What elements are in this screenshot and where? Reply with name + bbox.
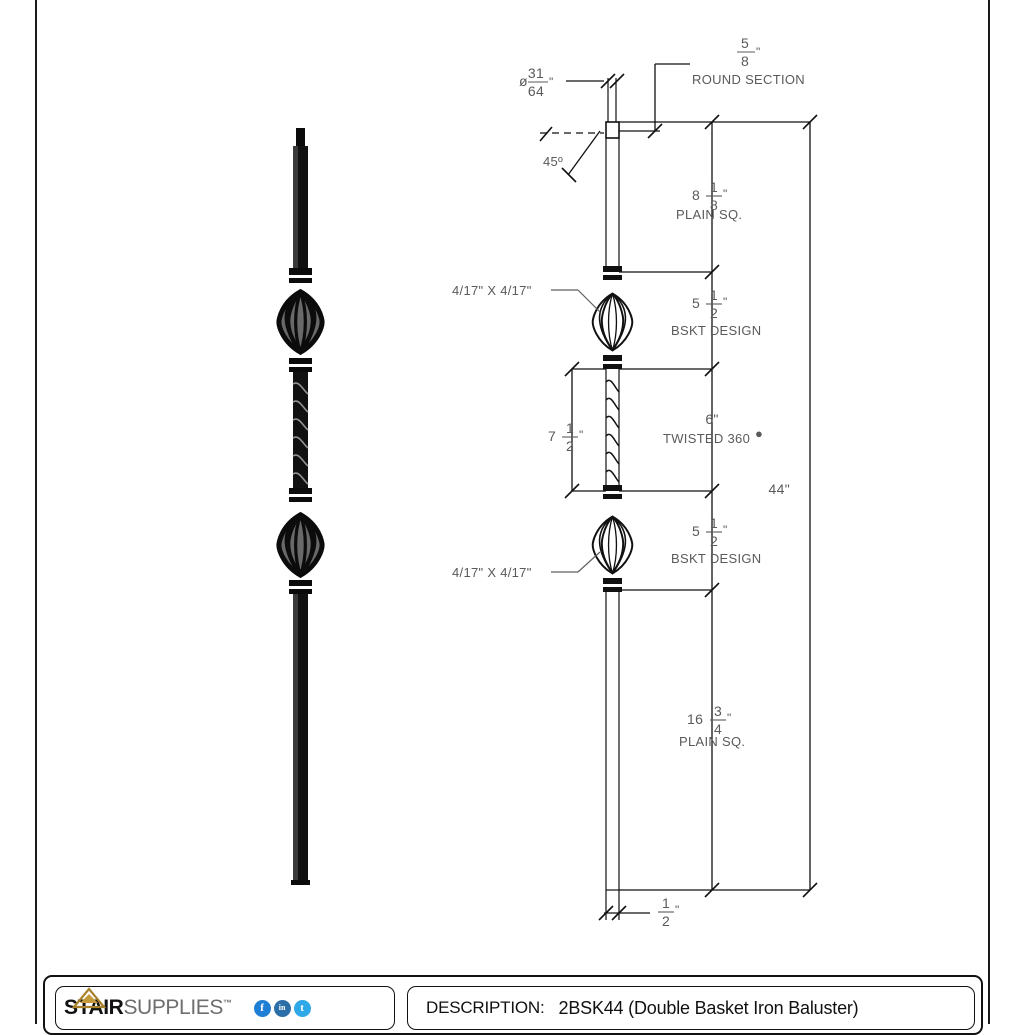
upper-basket-label: BSKT DESIGN (671, 323, 761, 338)
bottom-plain-unit: " (727, 711, 732, 725)
title-block: STAIRSUPPLIES™ f in t DESCRIPTION: 2BSK4… (43, 975, 983, 1035)
social-links[interactable]: f in t (253, 999, 311, 1017)
description-cell: DESCRIPTION: 2BSK44 (Double Basket Iron … (407, 986, 975, 1030)
bottom-plain-numerator: 3 (714, 703, 722, 719)
twist-left-unit: " (579, 428, 584, 442)
bottom-width-unit: " (675, 903, 680, 917)
round-section-unit: " (756, 45, 761, 59)
diameter-unit: " (549, 75, 554, 89)
trademark-symbol: ™ (222, 998, 232, 1008)
upper-basket-size-label: 4/17" X 4/17" (452, 283, 532, 298)
description-label: DESCRIPTION: (426, 998, 545, 1017)
upper-basket-numerator: 1 (710, 287, 718, 303)
lower-basket-label: BSKT DESIGN (671, 551, 761, 566)
lower-basket-numerator: 1 (710, 515, 718, 531)
twist-left-whole: 7 (548, 428, 556, 444)
twist-degree-symbol: ● (755, 426, 763, 441)
angle-label: 45º (543, 154, 563, 169)
upper-basket-whole: 5 (692, 295, 700, 311)
top-plain-denominator: 8 (710, 197, 718, 213)
diameter-denominator: 64 (528, 83, 544, 99)
bottom-plain-denominator: 4 (714, 721, 722, 737)
round-section-label: ROUND SECTION (692, 72, 805, 87)
top-plain-unit: " (723, 187, 728, 201)
top-plain-label: PLAIN SQ. (676, 207, 742, 222)
baluster-dimensioned-view (591, 78, 634, 891)
twist-right-label: TWISTED 360 (663, 431, 750, 446)
logo-cell: STAIRSUPPLIES™ f in t (55, 986, 395, 1030)
round-section-denominator: 8 (741, 53, 749, 69)
lower-basket-size-label: 4/17" X 4/17" (452, 565, 532, 580)
overall-length-label: 44" (769, 481, 790, 497)
baluster-rendered-view (279, 128, 322, 885)
bottom-width-numerator: 1 (662, 895, 670, 911)
brand-light: SUPPLIES (123, 996, 223, 1019)
bottom-plain-whole: 16 (687, 711, 703, 727)
sheet-border (35, 0, 990, 1024)
round-section-numerator: 5 (741, 35, 749, 51)
linkedin-icon[interactable]: in (273, 999, 291, 1017)
stairsupplies-triangle-logo-icon (72, 987, 106, 1009)
dimension-annotations: ø 31 64 " 5 8 " ROUND SECTION 45º 8 1 8 … (452, 35, 805, 929)
dimension-lines (539, 63, 818, 921)
twist-left-denominator: 2 (566, 438, 574, 454)
description-value: 2BSK44 (Double Basket Iron Baluster) (558, 997, 859, 1018)
diameter-numerator: 31 (528, 65, 544, 81)
bottom-width-denominator: 2 (662, 913, 670, 929)
lower-basket-whole: 5 (692, 523, 700, 539)
twitter-icon[interactable]: t (293, 999, 311, 1017)
upper-basket-unit: " (723, 295, 728, 309)
top-plain-whole: 8 (692, 187, 700, 203)
lower-basket-denominator: 2 (710, 533, 718, 549)
lower-basket-unit: " (723, 523, 728, 537)
twist-left-numerator: 1 (566, 420, 574, 436)
facebook-icon[interactable]: f (253, 999, 271, 1017)
bottom-plain-label: PLAIN SQ. (679, 734, 745, 749)
top-plain-numerator: 1 (710, 179, 718, 195)
upper-basket-denominator: 2 (710, 305, 718, 321)
diameter-symbol: ø (519, 73, 528, 89)
twist-right-value: 6" (705, 411, 718, 427)
